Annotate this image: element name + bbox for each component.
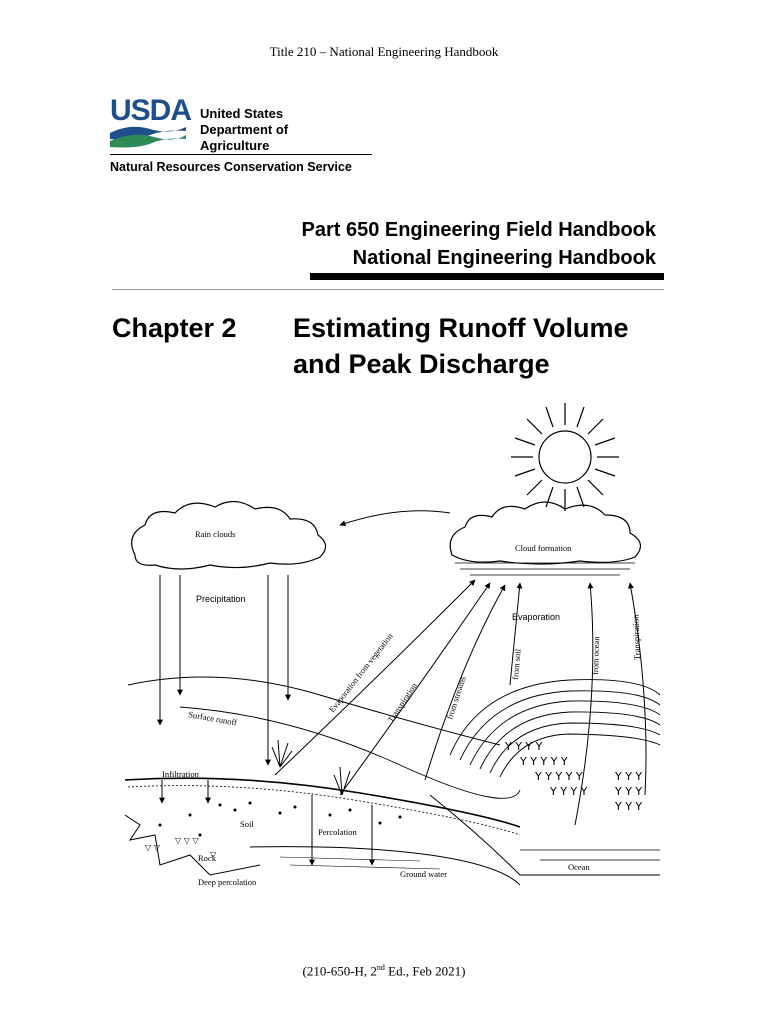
label-ocean: Ocean	[568, 862, 590, 872]
dept-line: United States	[200, 106, 284, 121]
ocean-shore	[429, 794, 660, 876]
part-title-line1: Part 650 Engineering Field Handbook	[301, 219, 656, 241]
svg-text:▽ ▽: ▽ ▽	[145, 843, 161, 852]
logo-divider	[110, 154, 372, 155]
water-cycle-diagram: Rain clouds Cloud formation Precipitatio…	[124, 403, 660, 887]
label-infiltration: Infiltration	[162, 769, 200, 779]
usda-mark: USDA	[110, 96, 192, 150]
plant-icon	[271, 739, 351, 796]
agency-name: Natural Resources Conservation Service	[110, 160, 352, 174]
label-precipitation: Precipitation	[196, 594, 246, 604]
cloud-base-lines	[455, 562, 635, 576]
label-transpiration-right: Transpiration	[630, 614, 642, 661]
hill-contours	[449, 679, 660, 778]
chapter-title-line2: and Peak Discharge	[293, 349, 550, 379]
usda-logo: USDA United States Department of Agricul…	[110, 96, 372, 180]
forest-icons: Y Y Y Y Y Y Y Y Y Y Y Y Y Y Y Y Y Y Y Y …	[504, 740, 642, 813]
department-name: United States Department of Agriculture	[200, 106, 288, 154]
svg-text:Y Y Y: Y Y Y	[614, 800, 642, 813]
label-cloud-formation: Cloud formation	[515, 543, 572, 553]
runoff-path	[179, 706, 521, 799]
footer-sup: nd	[376, 963, 385, 972]
usda-mark-text: USDA	[110, 94, 192, 127]
chapter-title-line1: Estimating Runoff Volume	[293, 313, 629, 343]
title-rule-thin	[112, 289, 664, 290]
label-from-streams: from streams	[444, 675, 467, 721]
label-evaporation: Evaporation	[512, 612, 560, 622]
usda-hills-icon	[110, 126, 186, 148]
svg-text:Y Y Y Y Y: Y Y Y Y Y	[534, 770, 583, 783]
page-header: Title 210 – National Engineering Handboo…	[269, 44, 499, 59]
part-titles: Part 650 Engineering Field Handbook Nati…	[301, 216, 656, 272]
label-transpiration: Transpiration	[385, 680, 419, 724]
page-footer: (210-650-H, 2nd Ed., Feb 2021)	[0, 963, 768, 979]
grass-band	[127, 785, 521, 836]
label-evap-vegetation: Evaporation from vegetation	[327, 630, 396, 714]
label-from-ocean: from ocean	[590, 636, 601, 676]
ground-surface	[124, 777, 521, 828]
label-ground-water: Ground water	[400, 869, 447, 879]
arrow-cloud-transfer	[339, 510, 451, 527]
water-table	[249, 846, 521, 886]
dept-line: Agriculture	[200, 138, 270, 153]
label-percolation: Percolation	[318, 827, 357, 837]
land-surface	[127, 676, 501, 746]
soil-dots	[158, 801, 402, 837]
label-rock: Rock	[198, 853, 217, 863]
svg-text:▽: ▽	[210, 850, 217, 859]
label-from-soil: from soil	[510, 648, 523, 680]
svg-text:Y Y Y Y Y: Y Y Y Y Y	[519, 755, 568, 768]
cloud-formation-icon	[449, 501, 641, 565]
footer-prefix: (210-650-H, 2	[302, 963, 377, 979]
label-deep-percolation: Deep percolation	[198, 877, 257, 887]
rain-cloud-icon	[131, 500, 327, 570]
svg-text:▽ ▽ ▽: ▽ ▽ ▽	[175, 836, 199, 845]
footer-suffix: Ed., Feb 2021)	[384, 963, 466, 979]
label-surface-runoff: Surface runoff	[188, 709, 238, 727]
ocean-waves	[520, 849, 660, 861]
part-title-line2: National Engineering Handbook	[352, 247, 656, 269]
svg-text:Y Y Y: Y Y Y	[614, 770, 642, 783]
title-rule-thick	[310, 273, 664, 280]
dept-line: Department of	[200, 122, 289, 137]
infiltration-arrows	[159, 780, 375, 866]
rock-layer	[124, 814, 261, 876]
rock-icons: ▽ ▽ ▽ ▽ ▽ ▽	[145, 836, 217, 859]
sun-icon	[511, 403, 619, 511]
precipitation-arrows	[157, 575, 291, 766]
label-soil: Soil	[240, 819, 254, 829]
evaporation-arrows	[274, 579, 647, 826]
chapter-title: Estimating Runoff Volume and Peak Discha…	[293, 310, 629, 382]
ground-water-lines	[279, 856, 441, 870]
label-rain-clouds: Rain clouds	[195, 529, 235, 539]
svg-text:Y Y Y Y: Y Y Y Y	[549, 785, 588, 798]
chapter-number: Chapter 2	[112, 313, 237, 343]
svg-text:Y Y Y: Y Y Y	[614, 785, 642, 798]
svg-text:Y Y Y Y: Y Y Y Y	[504, 740, 543, 753]
